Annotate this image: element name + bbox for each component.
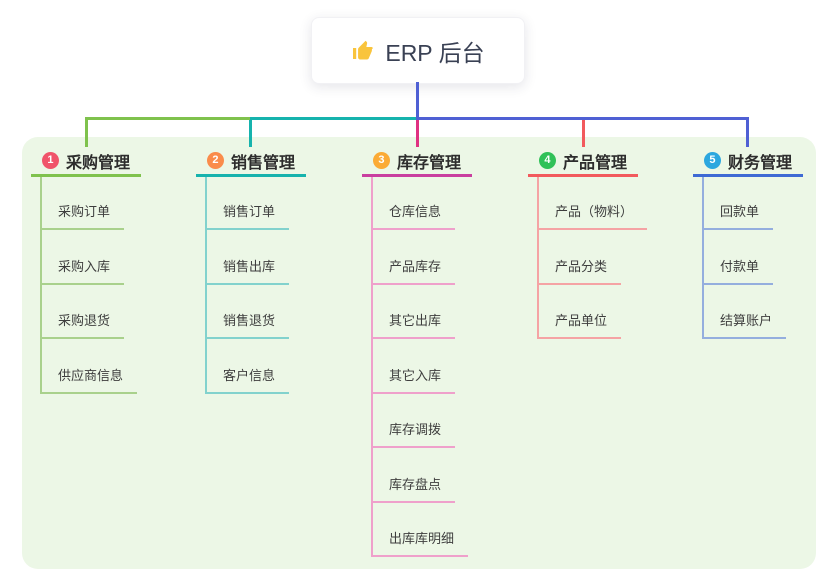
branch-label: 财务管理 [727, 154, 792, 172]
child-node[interactable]: 采购入库 [40, 257, 125, 285]
child-node[interactable]: 库存盘点 [371, 475, 456, 503]
root-node[interactable]: ERP 后台 [311, 17, 525, 84]
connector-horizontal-green [85, 117, 251, 120]
branch-node-sales[interactable]: 2 销售管理 [196, 147, 306, 177]
branch-node-purchase[interactable]: 1 采购管理 [31, 147, 141, 177]
connector-drop-4 [582, 120, 585, 147]
connector-drop-2 [249, 117, 252, 147]
child-node[interactable]: 销售退货 [205, 311, 290, 339]
thumbs-up-icon [353, 40, 374, 59]
child-node[interactable]: 其它出库 [371, 311, 456, 339]
connector-drop-5 [746, 117, 749, 147]
child-node[interactable]: 销售订单 [205, 202, 290, 230]
connector-trunk-4 [537, 177, 539, 339]
branch-number-badge: 4 [538, 152, 556, 169]
branch-number-badge: 5 [703, 152, 721, 169]
child-node[interactable]: 采购退货 [40, 311, 125, 339]
connector-horizontal-blue [416, 117, 749, 120]
branch-node-inventory[interactable]: 3 库存管理 [362, 147, 472, 177]
connector-drop-1 [85, 117, 88, 147]
child-node[interactable]: 产品单位 [537, 311, 622, 339]
branch-number-badge: 3 [372, 152, 390, 169]
child-node[interactable]: 产品库存 [371, 257, 456, 285]
connector-drop-3 [416, 120, 419, 147]
child-node[interactable]: 库存调拨 [371, 420, 456, 448]
child-node[interactable]: 出库库明细 [371, 529, 469, 557]
connector-trunk-1 [40, 177, 42, 394]
root-label: ERP 后台 [385, 39, 485, 66]
connector-trunk-3 [371, 177, 373, 557]
branch-number-badge: 2 [206, 152, 224, 169]
branch-node-finance[interactable]: 5 财务管理 [693, 147, 803, 177]
connector-root-stem [416, 82, 419, 120]
child-node[interactable]: 采购订单 [40, 202, 125, 230]
child-node[interactable]: 产品（物料） [537, 202, 648, 230]
branches-background-panel [22, 137, 816, 569]
child-node[interactable]: 回款单 [702, 202, 774, 230]
child-node[interactable]: 结算账户 [702, 311, 787, 339]
child-node[interactable]: 其它入库 [371, 366, 456, 394]
child-node[interactable]: 产品分类 [537, 257, 622, 285]
branch-label: 产品管理 [562, 154, 627, 172]
branch-node-product[interactable]: 4 产品管理 [528, 147, 638, 177]
child-node[interactable]: 供应商信息 [40, 366, 138, 394]
child-node[interactable]: 仓库信息 [371, 202, 456, 230]
connector-trunk-2 [205, 177, 207, 394]
branch-label: 采购管理 [65, 154, 130, 172]
branch-label: 销售管理 [230, 154, 295, 172]
connector-trunk-5 [702, 177, 704, 339]
connector-horizontal-teal [250, 117, 418, 120]
child-node[interactable]: 销售出库 [205, 257, 290, 285]
child-node[interactable]: 付款单 [702, 257, 774, 285]
child-node[interactable]: 客户信息 [205, 366, 290, 394]
branch-number-badge: 1 [41, 152, 59, 169]
branch-label: 库存管理 [396, 154, 461, 172]
